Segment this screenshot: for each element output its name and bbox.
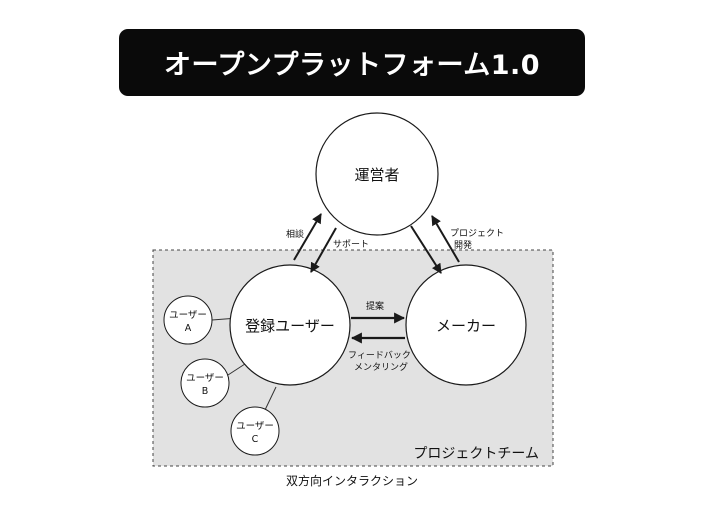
project-label: プロジェクト — [450, 228, 504, 239]
arrow-support — [310, 227, 337, 273]
mentoring-label: メンタリング — [354, 361, 408, 373]
user-c-label: ユーザー — [236, 421, 274, 432]
arrow-project-dev — [431, 215, 460, 263]
user-b-label: ユーザー — [186, 373, 224, 384]
registered-users-label: 登録ユーザー — [245, 317, 335, 335]
support-label: サポート — [333, 239, 369, 250]
user-a-letter: A — [185, 323, 192, 334]
feedback-label: フィードバック — [348, 350, 411, 361]
user-c-node — [230, 406, 280, 456]
registered-users-node — [229, 264, 351, 386]
dev-label: 開発 — [454, 239, 472, 251]
user-b-node — [180, 358, 230, 408]
title-banner: オープンプラットフォーム1.0 — [119, 29, 585, 96]
consult-label: 相談 — [286, 228, 304, 240]
arrow-operator-to-maker — [410, 225, 442, 274]
user-a-label: ユーザー — [169, 310, 207, 321]
project-team-label: プロジェクトチーム — [413, 446, 539, 462]
operator-label: 運営者 — [354, 166, 399, 184]
user-c-letter: C — [252, 434, 259, 445]
link-user-c — [264, 386, 277, 411]
caption: 双方向インタラクション — [286, 473, 418, 488]
operator-node — [315, 112, 439, 236]
user-b-letter: B — [202, 386, 209, 397]
proposal-label: 提案 — [366, 300, 384, 312]
page-title: オープンプラットフォーム1.0 — [163, 50, 541, 81]
maker-node — [405, 264, 527, 386]
maker-label: メーカー — [436, 317, 496, 335]
arrow-consult — [293, 213, 322, 261]
user-a-node — [163, 295, 213, 345]
